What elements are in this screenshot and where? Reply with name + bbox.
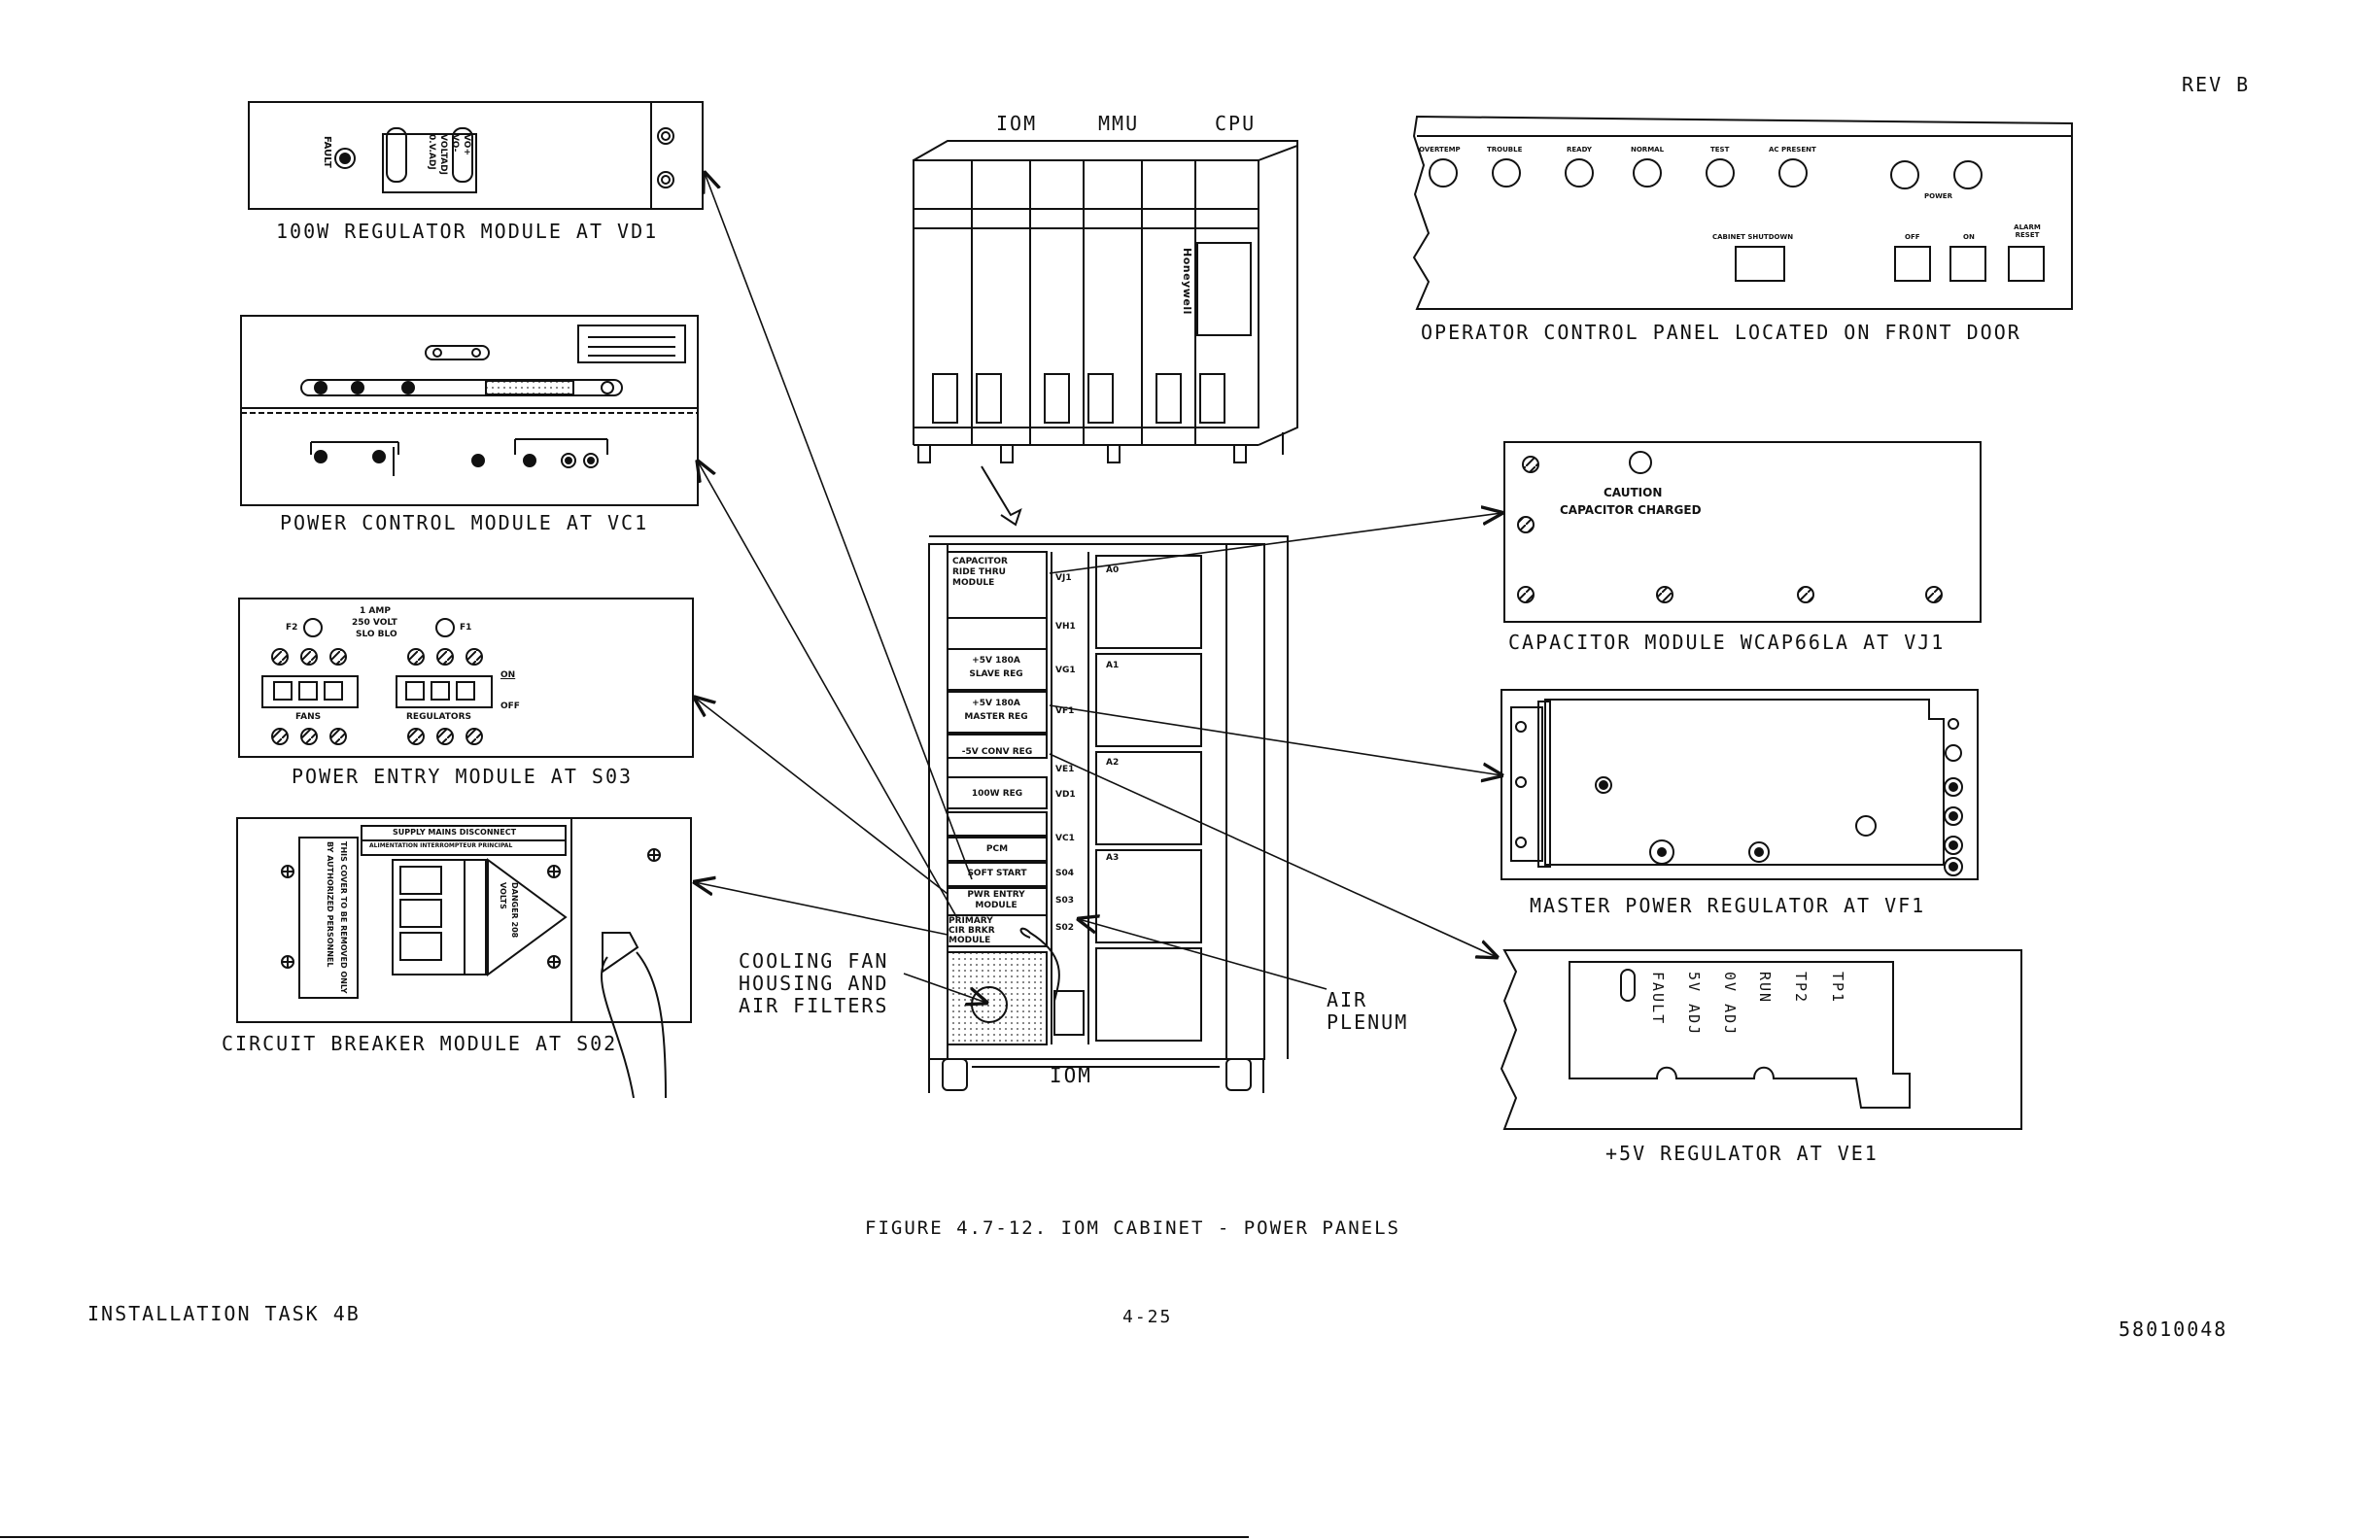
cb-label-danger: DANGER 208 VOLTS — [499, 882, 519, 939]
cabinet-drawing — [913, 140, 1298, 527]
reg5v-label-5vadj: 5V ADJ — [1685, 972, 1703, 1037]
op-label-on: ON — [1963, 233, 1975, 241]
leader-lines — [695, 173, 1501, 1003]
footer-page-number: 4-25 — [1122, 1307, 1173, 1327]
slot-label-s03: S03 — [1055, 896, 1075, 906]
reg100w-label-vo-minus: VO- — [450, 134, 460, 153]
pe-label-1amp: 1 AMP — [360, 606, 391, 616]
op-label-overtemp: OVERTEMP — [1419, 146, 1461, 154]
slot-module-100w-reg: 100W REG — [971, 789, 1023, 799]
op-label-alarm-reset: ALARM RESET — [2014, 223, 2041, 239]
reg100w-label-0vadj: 0.V.ADJ — [427, 134, 436, 170]
op-label-ready: READY — [1567, 146, 1592, 154]
slot-module-cir-brkr: PRIMARY CIR BRKR MODULE — [949, 916, 995, 945]
op-label-cabinet-shutdown: CABINET SHUTDOWN — [1712, 233, 1794, 241]
slot-label-vh1: VH1 — [1055, 622, 1076, 632]
pe-label-f2: F2 — [286, 623, 298, 633]
slot-label-s04: S04 — [1055, 869, 1075, 878]
slot-module-conv-reg: -5V CONV REG — [961, 747, 1033, 757]
pe-label-off: OFF — [500, 702, 520, 711]
op-label-ac-present: AC PRESENT — [1769, 146, 1816, 154]
pe-label-on: ON — [500, 670, 516, 680]
slot-module-slave-reg: +5V 180A SLAVE REG — [969, 656, 1023, 679]
bay-label-a2: A2 — [1106, 758, 1120, 768]
callout-cooling-fan: COOLING FAN HOUSING AND AIR FILTERS — [739, 949, 889, 1017]
reg100w-label-vo-plus: VO+ — [462, 134, 471, 155]
capacitor-caption: CAPACITOR MODULE WCAP66LA AT VJ1 — [1508, 631, 1946, 654]
capacitor-panel — [1503, 441, 1982, 623]
bay-label-a3: A3 — [1106, 853, 1120, 863]
power-entry-panel — [238, 598, 694, 758]
slot-label-vd1: VD1 — [1055, 790, 1076, 800]
reg5v-panel — [1500, 949, 2022, 1130]
slot-label-vf1: VF1 — [1055, 706, 1075, 716]
op-label-test: TEST — [1710, 146, 1730, 154]
bay-label-a0: A0 — [1106, 565, 1120, 575]
cap-warning-caution: CAUTION — [1604, 486, 1663, 499]
reg5v-caption: +5V REGULATOR AT VE1 — [1605, 1142, 1879, 1165]
cb-label-cover: THIS COVER TO BE REMOVED ONLY BY AUTHORI… — [326, 841, 348, 994]
op-label-trouble: TROUBLE — [1487, 146, 1523, 154]
bay-label-a1: A1 — [1106, 661, 1120, 670]
slot-module-pwr-entry: PWR ENTRY MODULE — [967, 890, 1025, 910]
slot-module-pcm: PCM — [985, 844, 1009, 854]
operator-caption: OPERATOR CONTROL PANEL LOCATED ON FRONT … — [1421, 321, 2021, 344]
pe-label-fans: FANS — [295, 712, 322, 722]
master-reg-caption: MASTER POWER REGULATOR AT VF1 — [1530, 894, 1926, 917]
pe-label-250volt: 250 VOLT — [352, 618, 397, 628]
iom-cabinet-front — [928, 535, 1289, 1093]
op-label-normal: NORMAL — [1631, 146, 1665, 154]
slot-module-master-reg: +5V 180A MASTER REG — [964, 699, 1028, 722]
cap-warning-charged: CAPACITOR CHARGED — [1560, 503, 1702, 517]
cb-label-supply: SUPPLY MAINS DISCONNECT — [393, 828, 517, 837]
slot-label-s02: S02 — [1055, 923, 1075, 933]
master-reg-panel — [1500, 689, 1979, 880]
reg100w-panel — [248, 101, 704, 210]
slot-label-vj1: VJ1 — [1055, 573, 1072, 583]
reg100w-caption: 100W REGULATOR MODULE AT VD1 — [276, 220, 659, 243]
reg5v-label-tp1: TP1 — [1829, 972, 1846, 1005]
cabinet-label-mmu: MMU — [1098, 112, 1140, 135]
slot-label-vc1: VC1 — [1055, 834, 1075, 843]
operator-panel — [1412, 115, 2073, 310]
power-entry-caption: POWER ENTRY MODULE AT S03 — [292, 765, 634, 788]
reg5v-label-tp2: TP2 — [1792, 972, 1810, 1005]
circuit-breaker-panel — [236, 817, 692, 1099]
slot-label-vg1: VG1 — [1055, 666, 1076, 675]
reg5v-label-run: RUN — [1756, 972, 1774, 1005]
figure-caption: FIGURE 4.7-12. IOM CABINET - POWER PANEL… — [865, 1217, 1400, 1239]
op-label-off: OFF — [1905, 233, 1920, 241]
footer-doc-number: 58010048 — [2119, 1318, 2228, 1341]
iom-bottom-label: IOM — [1050, 1064, 1092, 1087]
pcm-panel — [240, 315, 699, 506]
cb-label-alimentation: ALIMENTATION INTERROMPTEUR PRINCIPAL — [369, 842, 513, 849]
op-label-power: POWER — [1924, 192, 1952, 200]
footer-left: INSTALLATION TASK 4B — [87, 1302, 361, 1325]
pcm-caption: POWER CONTROL MODULE AT VC1 — [280, 511, 649, 534]
cabinet-label-iom: IOM — [996, 112, 1038, 135]
reg5v-label-fault: FAULT — [1649, 972, 1667, 1026]
circuit-breaker-caption: CIRCUIT BREAKER MODULE AT S02 — [222, 1032, 618, 1055]
reg100w-label-voltadj: VOLTADJ — [438, 134, 448, 175]
reg5v-label-0vadj: 0V ADJ — [1721, 972, 1739, 1037]
slot-module-capacitor: CAPACITOR RIDE THRU MODULE — [952, 557, 1008, 588]
pe-label-regulators: REGULATORS — [406, 712, 471, 722]
slot-label-ve1: VE1 — [1055, 765, 1075, 774]
cabinet-brand: Honeywell — [1181, 248, 1193, 315]
reg100w-label-fault: FAULT — [322, 136, 332, 168]
revision-label: REV B — [2182, 73, 2251, 96]
slot-module-soft-start: SOFT START — [967, 869, 1027, 878]
callout-air-plenum: AIR PLENUM — [1327, 988, 1409, 1034]
cabinet-label-cpu: CPU — [1215, 112, 1257, 135]
pe-label-f1: F1 — [460, 623, 472, 633]
pe-label-sloblo: SLO BLO — [356, 630, 397, 639]
